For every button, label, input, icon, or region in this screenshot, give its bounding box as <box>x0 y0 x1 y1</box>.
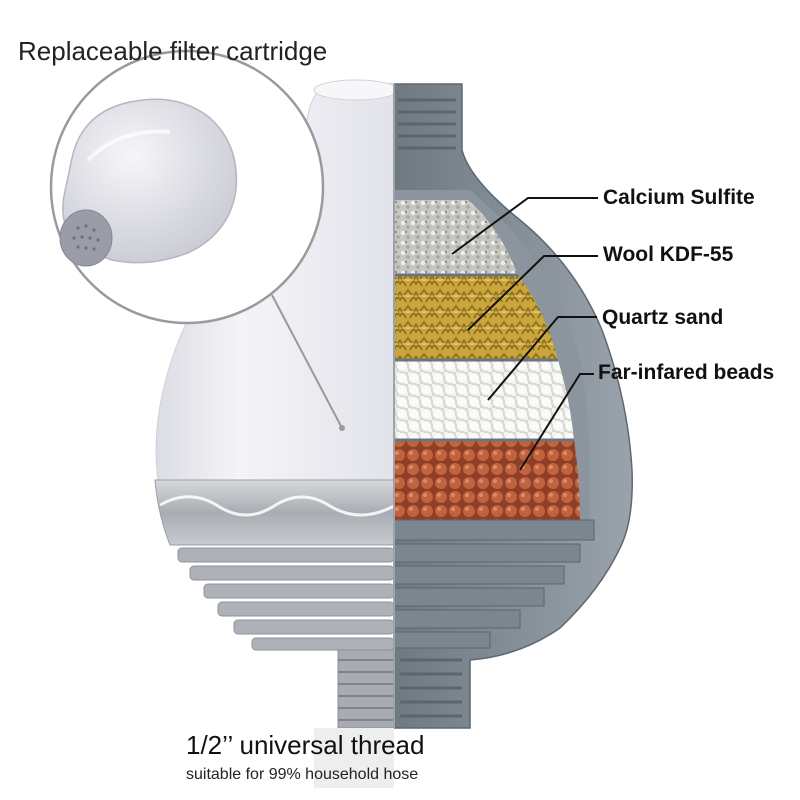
leader-far-infrared-beads <box>519 373 594 471</box>
layer-quartz-sand <box>394 360 574 440</box>
threaded-rings <box>177 547 394 651</box>
layer-wool-kdf <box>394 275 558 360</box>
cutaway-base <box>394 519 595 649</box>
threaded-inlet <box>314 649 394 788</box>
thread-title: 1/2’’ universal thread <box>186 730 425 760</box>
cartridge-zoom-inset <box>49 49 325 325</box>
label-wool-kdf: Wool KDF-55 <box>603 243 734 266</box>
leader-wool-kdf <box>467 255 598 331</box>
leader-calcium-sulfite <box>451 197 598 255</box>
leader-lines <box>451 197 598 471</box>
label-far-infrared-beads: Far-infared beads <box>598 361 775 384</box>
thread-subtitle: suitable for 99% household hose <box>186 766 419 783</box>
silver-collar <box>154 479 394 546</box>
label-calcium-sulfite: Calcium Sulfite <box>603 186 755 209</box>
label-quartz-sand: Quartz sand <box>602 306 724 329</box>
leader-quartz-sand <box>487 316 597 401</box>
layer-far-infrared-beads <box>394 440 580 520</box>
page-title: Replaceable filter cartridge <box>18 36 328 66</box>
zoom-pointer-line <box>271 294 343 429</box>
layer-calcium-sulfite <box>394 200 518 275</box>
cartridge-nozzle <box>59 209 113 267</box>
cutaway-right-half <box>394 83 633 729</box>
